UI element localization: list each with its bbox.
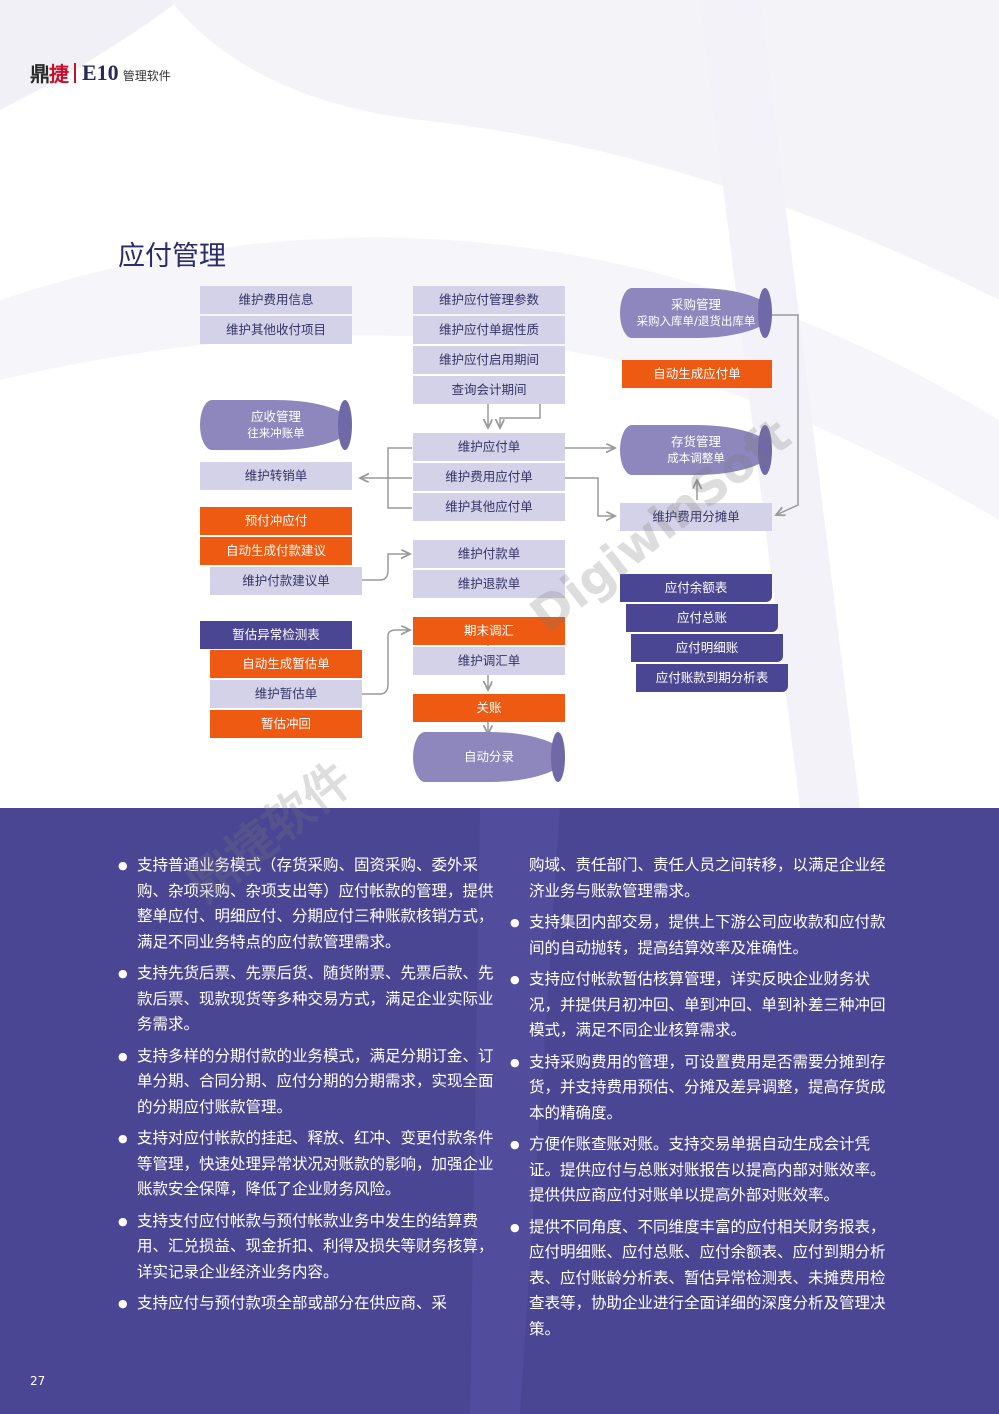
node-fee-info: 维护费用信息 (200, 286, 352, 314)
node-other-items: 维护其他收付项目 (200, 316, 352, 344)
page-number: 27 (30, 1374, 46, 1388)
node-inventory: 存货管理成本调整单 (620, 425, 772, 475)
node-fee-payable: 维护费用应付单 (413, 463, 565, 491)
node-start-period: 维护应付启用期间 (413, 346, 565, 374)
brand-separator (74, 62, 76, 83)
node-auto-est: 自动生成暂估单 (210, 650, 362, 678)
node-est-reverse: 暂估冲回 (210, 710, 362, 738)
feature-bullet: 支持支付应付帐款与预付帐款业务中发生的结算费用、汇兑损益、现金折扣、利得及损失等… (118, 1209, 498, 1286)
node-other-payable: 维护其他应付单 (413, 493, 565, 521)
node-param: 维护应付管理参数 (413, 286, 565, 314)
report-balance: 应付余额表 (620, 574, 772, 602)
node-query-period: 查询会计期间 (413, 376, 565, 404)
node-prepay-offset: 预付冲应付 (200, 507, 352, 535)
feature-bullet: 支持对应付帐款的挂起、释放、红冲、变更付款条件等管理，快速处理异常状况对账款的影… (118, 1126, 498, 1203)
feature-column-left: 支持普通业务模式（存货采购、固资采购、委外采购、杂项采购、杂项支出等）应付帐款的… (118, 853, 498, 1323)
node-payment: 维护付款单 (413, 540, 565, 568)
node-fee-alloc: 维护费用分摊单 (620, 503, 772, 531)
brand-header: 鼎捷 E10 管理软件 (30, 58, 171, 87)
node-doc-nature: 维护应付单据性质 (413, 316, 565, 344)
brand-logo-e10: E10 (82, 59, 119, 85)
brand-subtitle: 管理软件 (122, 69, 171, 83)
feature-bullet: 支持多样的分期付款的业务模式，满足分期订金、订单分期、合同分期、应付分期的分期需… (118, 1044, 498, 1121)
node-refund: 维护退款单 (413, 570, 565, 598)
node-auto-suggest: 自动生成付款建议 (200, 537, 352, 565)
feature-bullet: 支持采购费用的管理，可设置费用是否需要分摊到存货，并支持费用预估、分摊及差异调整… (510, 1050, 890, 1127)
section-title: 应付管理 (118, 241, 226, 272)
node-suggest: 维护付款建议单 (210, 567, 362, 595)
feature-bullet: 支持应付与预付款项全部或部分在供应商、采 (118, 1291, 498, 1317)
node-est-check: 暂估异常检测表 (200, 621, 352, 649)
node-ar: 应收管理往来冲账单 (200, 400, 352, 450)
feature-bullet: 支持先货后票、先票后货、随货附票、先票后款、先款后票、现款现货等多种交易方式，满… (118, 961, 498, 1038)
feature-bullet: 方便作账查账对账。支持交易单据自动生成会计凭证。提供应付与总账对账报告以提高内部… (510, 1132, 890, 1209)
feature-bullet-continuation: 购域、责任部门、责任人员之间转移，以满足企业经济业务与账款管理需求。 (529, 856, 886, 900)
feature-column-right: 购域、责任部门、责任人员之间转移，以满足企业经济业务与账款管理需求。 支持集团内… (510, 853, 890, 1348)
node-period-adj: 期末调汇 (413, 617, 565, 645)
report-aging: 应付账款到期分析表 (636, 664, 788, 692)
feature-bullet: 支持普通业务模式（存货采购、固资采购、委外采购、杂项采购、杂项支出等）应付帐款的… (118, 853, 498, 955)
report-detail: 应付明细账 (631, 634, 783, 662)
node-payable: 维护应付单 (413, 433, 565, 461)
feature-bullet: 支持集团内部交易，提供上下游公司应收款和应付款间的自动抛转，提高结算效率及准确性… (510, 910, 890, 961)
node-transfer: 维护转销单 (200, 462, 352, 490)
node-auto-voucher: 自动分录 (413, 732, 565, 782)
node-adj: 维护调汇单 (413, 647, 565, 675)
feature-bullet: 提供不同角度、不同维度丰富的应付相关财务报表，应付明细账、应付总账、应付余额表、… (510, 1215, 890, 1343)
node-auto-payable: 自动生成应付单 (622, 360, 772, 388)
node-purchase: 采购管理采购入库单/退货出库单 (620, 288, 772, 338)
feature-bullet: 支持应付帐款暂估核算管理，详实反映企业财务状况，并提供月初冲回、单到冲回、单到补… (510, 967, 890, 1044)
report-ledger: 应付总账 (626, 604, 778, 632)
node-close: 关账 (413, 694, 565, 722)
node-est: 维护暂估单 (210, 680, 362, 708)
brand-logo-cn: 鼎捷 (30, 62, 69, 86)
